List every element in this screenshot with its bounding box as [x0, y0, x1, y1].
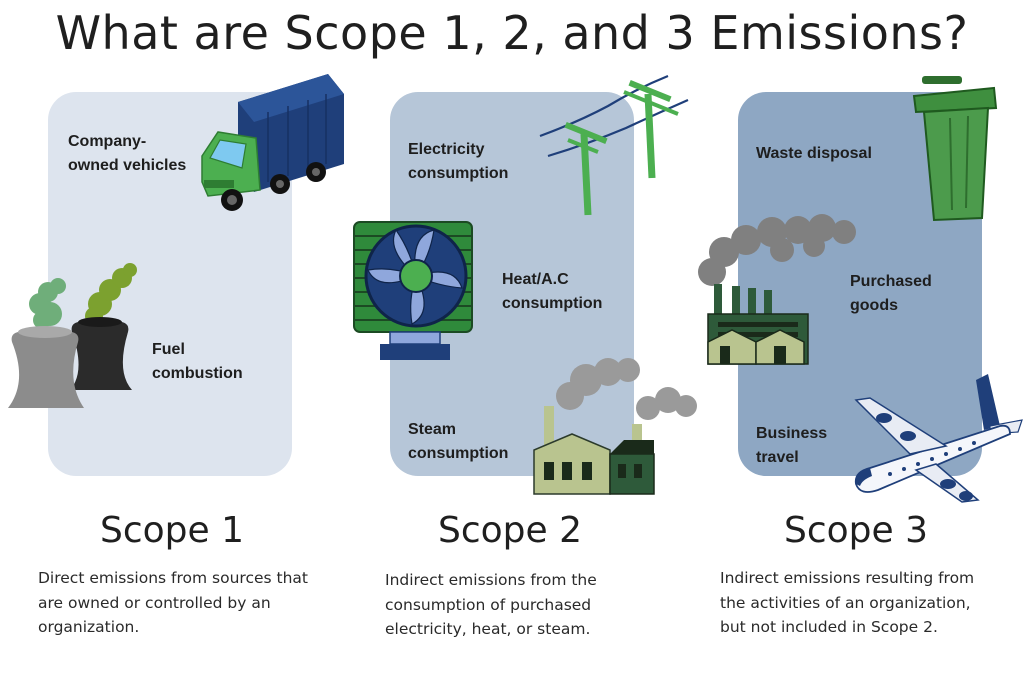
page-title: What are Scope 1, 2, and 3 Emissions?	[55, 6, 969, 60]
fan-cooler-icon	[353, 221, 473, 360]
scope-1-heading: Scope 1	[99, 510, 245, 551]
power-line-icon	[539, 74, 689, 216]
factory-icon	[533, 358, 697, 495]
label-purchased-goods: Purchased goods	[850, 273, 932, 314]
scope-1-description: Direct emissions from sources that are o…	[38, 569, 308, 636]
label-fuel-combustion: Fuel combustion	[152, 341, 243, 382]
truck-icon	[201, 74, 344, 211]
label-steam-consumption: Steam consumption	[408, 421, 509, 462]
scope-3-description: Indirect emissions resulting from the ac…	[720, 569, 975, 636]
label-company-owned-vehicles: Company- owned vehicles	[68, 133, 187, 174]
label-business-travel: Business travel	[756, 425, 828, 466]
scope-3-heading: Scope 3	[783, 510, 929, 551]
scope-2-description: Indirect emissions from the consumption …	[385, 571, 597, 638]
airplane-icon	[854, 374, 1023, 503]
waste-bin-icon	[912, 76, 998, 222]
scope-2-heading: Scope 2	[437, 510, 583, 551]
label-electricity-consumption: Electricity consumption	[408, 141, 509, 182]
cooling-tower-icon	[8, 263, 137, 408]
label-heat-ac-consumption: Heat/A.C consumption	[502, 271, 603, 312]
factory-icon	[698, 214, 856, 365]
label-waste-disposal: Waste disposal	[756, 145, 872, 162]
